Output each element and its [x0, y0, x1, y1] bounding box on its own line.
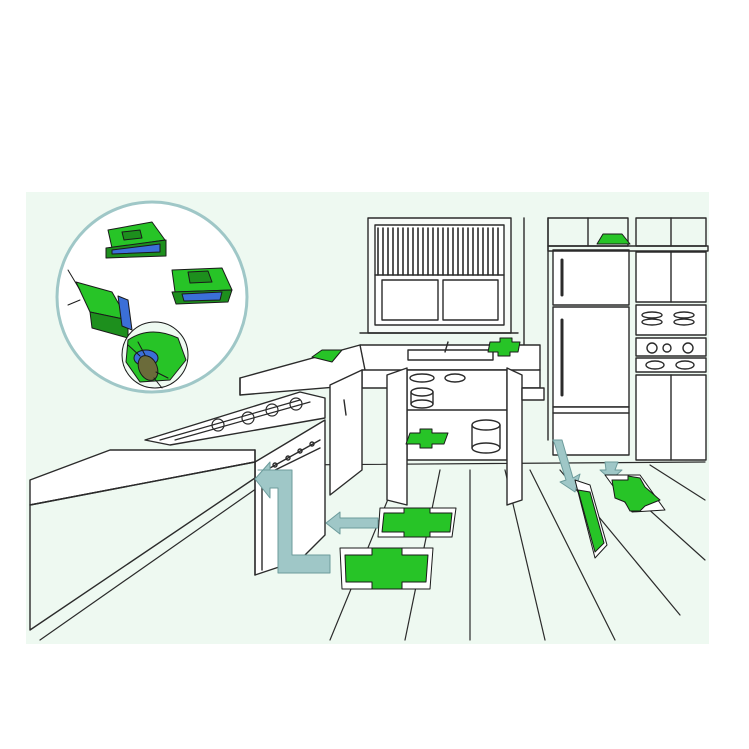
trap-floor-front	[339, 547, 434, 590]
trap-floor-right	[574, 479, 608, 559]
callout-trap-top	[105, 221, 167, 259]
side-cabinets	[329, 369, 545, 496]
trap-floor-center	[377, 507, 457, 538]
trap-top-cabinet	[596, 233, 631, 245]
refrigerator	[552, 249, 630, 456]
sink-cabinet	[386, 367, 523, 506]
wall-lines	[523, 217, 549, 441]
callout-trap-open	[67, 269, 133, 339]
arrow-icon	[254, 439, 623, 574]
trap-floor-far-right	[604, 474, 666, 513]
upper-cabinets	[547, 217, 709, 252]
pantry	[635, 251, 707, 461]
window	[359, 217, 519, 334]
trap-counter	[311, 349, 343, 363]
callout-trap-right	[171, 267, 233, 305]
magnifier-callout	[55, 200, 249, 394]
trap-cabinet	[405, 428, 449, 449]
trap-icon	[311, 233, 666, 590]
front-counter	[29, 377, 263, 631]
trap-sink	[487, 337, 521, 357]
cockroach-icon	[121, 321, 189, 389]
